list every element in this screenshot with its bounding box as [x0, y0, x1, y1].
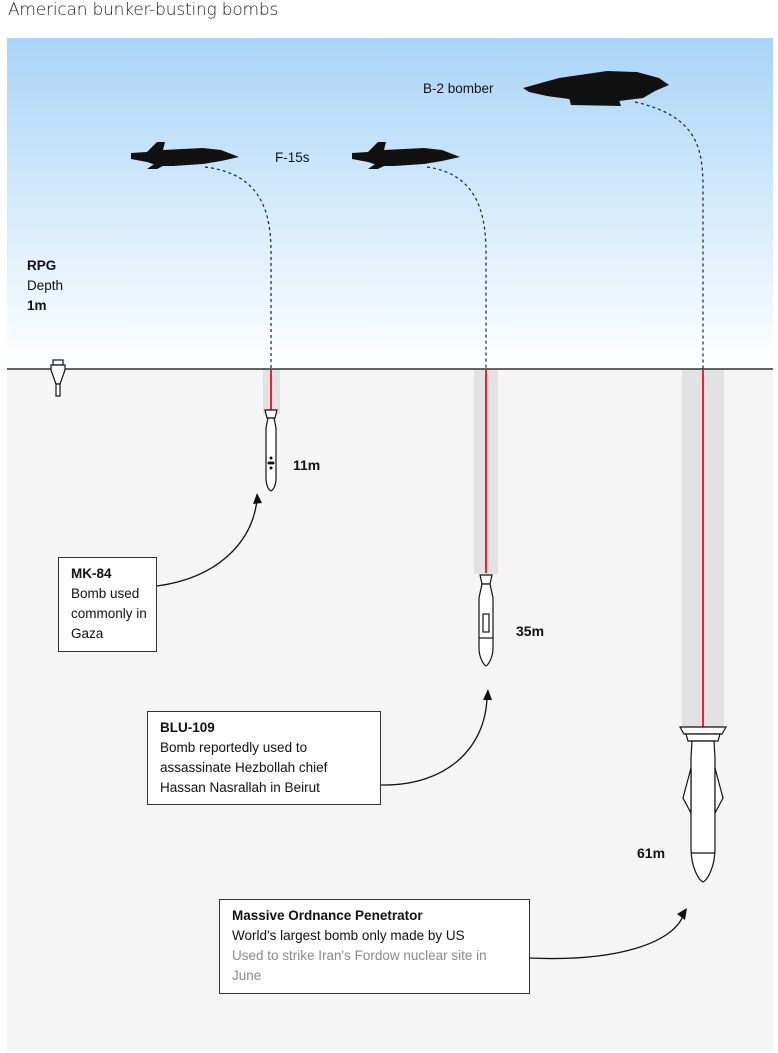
chart-title: American bunker-busting bombs — [8, 0, 279, 20]
blu109-callout-arrow — [380, 697, 488, 786]
blu109-name: BLU-109 — [160, 720, 215, 735]
blu109-depth: 35m — [516, 623, 545, 639]
mop-arrowhead — [677, 908, 687, 920]
blu109-trajectory — [426, 166, 487, 369]
rpg-depth-value: 1m — [27, 298, 47, 313]
rpg-name: RPG — [27, 258, 57, 273]
mop-trajectory — [634, 101, 704, 369]
mop-name: Massive Ordnance Penetrator — [232, 908, 423, 923]
f15-left-icon — [131, 142, 239, 169]
mk84-desc-line: commonly in — [71, 606, 147, 621]
mop-callout: Massive Ordnance Penetrator World's larg… — [219, 899, 530, 994]
blu109-desc-line: assassinate Hezbollah chief — [160, 760, 328, 775]
mop-note-line: June — [232, 968, 262, 983]
rpg-depth-label: Depth — [27, 278, 64, 293]
blu109-desc-line: Hassan Nasrallah in Beirut — [160, 780, 320, 795]
blu109-bomb-icon — [478, 574, 494, 667]
mk84-desc-line: Bomb used — [71, 586, 140, 601]
mop-desc-line: World's largest bomb only made by US — [232, 928, 465, 943]
rpg-icon — [50, 359, 66, 397]
mk84-callout: MK-84 Bomb used commonly in Gaza — [58, 557, 157, 652]
mk84-trajectory — [204, 166, 272, 369]
diagram-panel: F-15s B-2 bomber RPG Depth 1m 11m 35m 61… — [7, 38, 773, 1051]
mk84-depth: 11m — [293, 457, 321, 473]
mop-note-line: Used to strike Iran's Fordow nuclear sit… — [232, 948, 487, 963]
mk84-callout-arrow — [156, 499, 258, 587]
rpg-label-group: RPG Depth 1m — [27, 256, 63, 316]
mop-bomb-icon — [678, 726, 728, 883]
mk84-bomb-icon — [264, 409, 278, 492]
blu109-desc-line: Bomb reportedly used to — [160, 740, 308, 755]
b2-bomber-icon — [523, 71, 669, 106]
mk84-name: MK-84 — [71, 566, 112, 581]
blu109-arrowhead — [483, 689, 492, 700]
mk84-arrowhead — [253, 493, 262, 504]
mop-callout-arrow — [528, 915, 684, 960]
blu109-callout: BLU-109 Bomb reportedly used to assassin… — [147, 711, 381, 805]
mop-depth: 61m — [637, 845, 666, 861]
b2-label: B-2 bomber — [423, 81, 494, 96]
diagram-art — [7, 71, 773, 960]
f15-right-icon — [352, 142, 460, 169]
callout-arrows — [156, 499, 684, 960]
mk84-desc-line: Gaza — [71, 626, 104, 641]
f15-label: F-15s — [275, 150, 310, 165]
